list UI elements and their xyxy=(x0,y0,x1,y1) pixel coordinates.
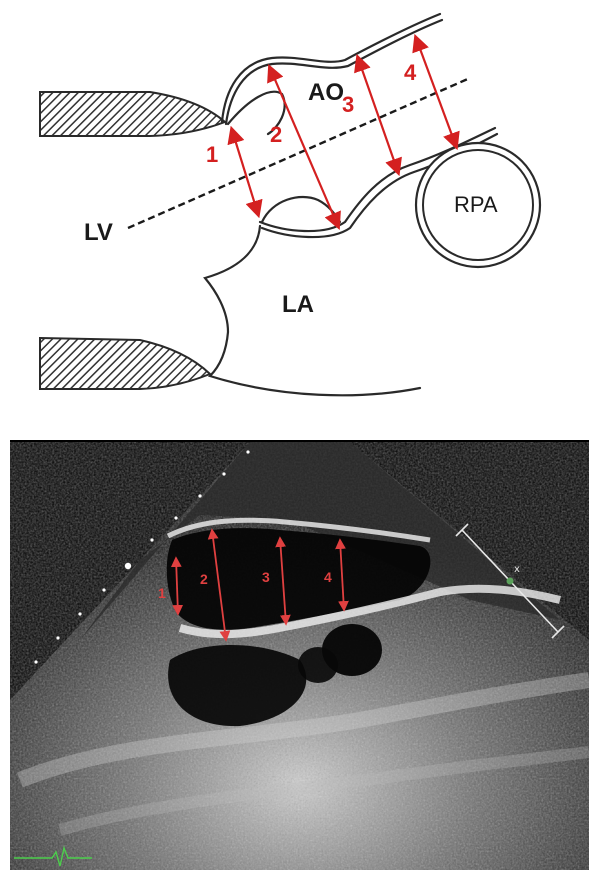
measure-number-1: 1 xyxy=(206,142,218,167)
scale-bar-dot xyxy=(507,578,514,585)
scale-marker-label: x xyxy=(514,564,520,575)
label-aorta: AO xyxy=(308,79,344,106)
measure-number-2: 2 xyxy=(270,122,282,147)
label-rpa: RPA xyxy=(454,192,498,217)
anatomy-diagram: 1 2 3 4 AO LV LA RPA xyxy=(40,14,540,395)
echo-image: 1 2 3 4 x xyxy=(10,440,589,870)
echo-measure-number-2: 2 xyxy=(200,571,208,587)
upper-wall-hatch xyxy=(40,92,225,136)
echo-measure-number-1: 1 xyxy=(158,585,166,601)
label-left-ventricle: LV xyxy=(84,219,113,246)
measure-arrow-3 xyxy=(358,58,398,172)
label-left-atrium: LA xyxy=(282,291,314,318)
measure-arrow-4 xyxy=(416,38,456,146)
echo-measure-number-4: 4 xyxy=(324,569,332,585)
echo-measure-number-3: 3 xyxy=(262,569,270,585)
lower-wall-hatch xyxy=(40,338,210,389)
measure-number-4: 4 xyxy=(404,60,417,85)
